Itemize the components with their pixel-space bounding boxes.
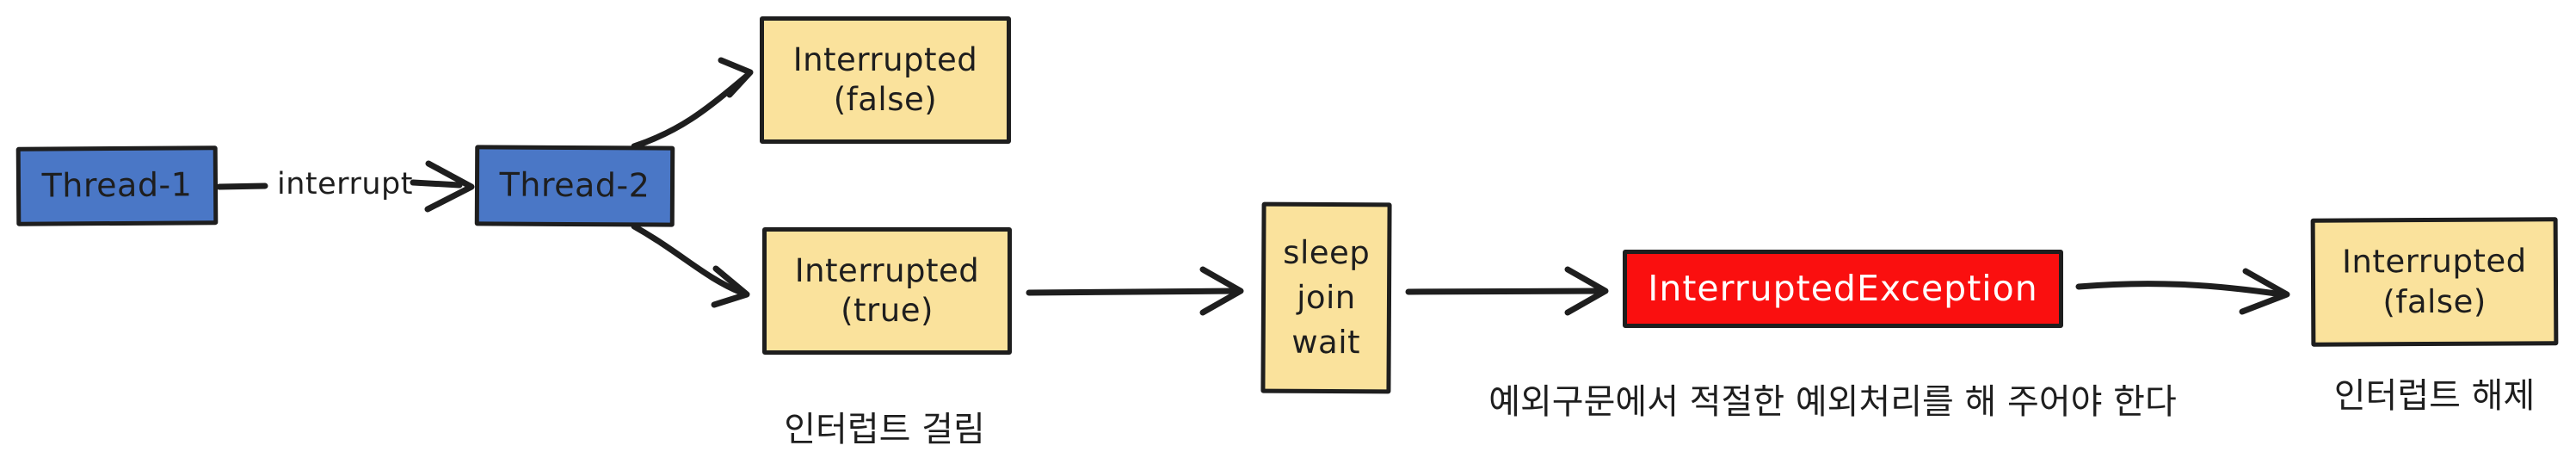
node-interrupted-exception-label: InterruptedException [1648,267,2038,309]
node-thread-1-label: Thread-1 [41,165,193,205]
node-interrupted-false-top-line1: Interrupted [792,40,978,78]
node-interrupted-false-end-line1: Interrupted [2341,242,2527,281]
node-interrupted-true: Interrupted (true) [762,227,1012,355]
arrow-thread2-to-interrupted-true [631,223,750,308]
node-interrupted-false-top: Interrupted (false) [760,16,1011,144]
node-thread-1: Thread-1 [15,145,219,226]
caption-exception-handling-note: 예외구문에서 적절한 예외처리를 해 주어야 한다 [1488,382,2177,422]
arrow-blocking-to-exception [1405,266,1609,316]
caption-interrupt-cleared: 인터럽트 해제 [2333,376,2536,416]
node-interrupted-false-end: Interrupted (false) [2310,217,2559,347]
node-blocking-line3: wait [1291,323,1361,362]
node-blocking-methods: sleep join wait [1260,201,1392,394]
node-interrupted-false-end-line2: (false) [2382,282,2487,320]
node-blocking-line1: sleep [1283,234,1371,272]
node-interrupted-false-top-line2: (false) [833,81,938,118]
node-thread-2-label: Thread-2 [499,165,650,205]
arrow-interrupted-true-to-blocking [1026,266,1244,316]
node-blocking-line2: join [1297,278,1356,317]
caption-interrupt-set: 인터럽트 걸림 [784,410,985,449]
arrow-exception-to-interrupted-false [2075,268,2290,315]
node-interrupted-true-line2: (true) [841,292,934,329]
node-interrupted-true-line1: Interrupted [794,251,980,289]
edge-label-interrupt: interrupt [277,167,413,201]
arrow-thread1-to-thread2 [216,160,475,213]
node-thread-2: Thread-2 [474,145,675,227]
node-interrupted-exception: InterruptedException [1623,250,2063,328]
arrow-thread2-to-interrupted-false [631,57,754,150]
